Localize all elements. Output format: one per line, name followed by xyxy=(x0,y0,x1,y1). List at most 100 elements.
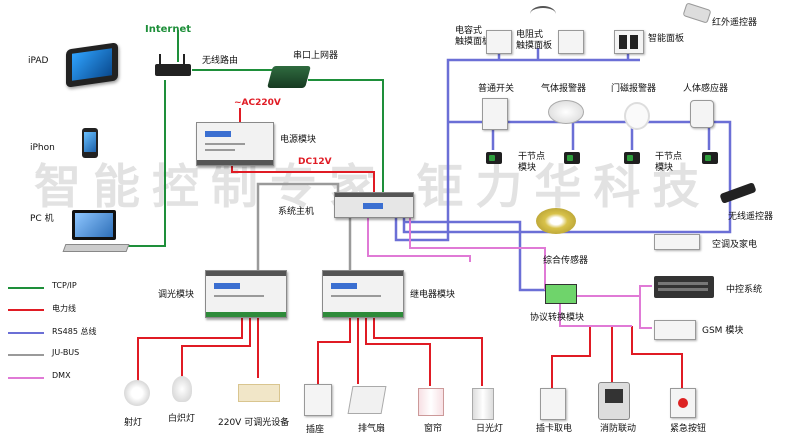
serial-gateway-icon xyxy=(267,66,311,88)
exhaust-fan-icon xyxy=(347,386,387,414)
wire-relay-curtain xyxy=(365,318,431,386)
wire-emergency xyxy=(631,326,683,388)
relay-module-label: 继电器模块 xyxy=(410,290,456,300)
legend-line-rs485 xyxy=(8,332,44,334)
wire-dmx-down xyxy=(559,302,632,327)
capacitive-touch-panel xyxy=(486,30,512,54)
dimmable-device-icon xyxy=(238,384,280,402)
incandescent-label: 白炽灯 xyxy=(168,414,196,424)
protocol-module-icon xyxy=(545,284,577,304)
fluorescent-label: 日光灯 xyxy=(476,424,504,434)
wire-jubus-dimmer xyxy=(256,182,340,270)
router-icon xyxy=(155,54,191,76)
body-sensor-icon xyxy=(690,100,714,128)
dry-contact-module-3 xyxy=(624,152,640,164)
card-power-switch-icon xyxy=(540,388,566,420)
dimmable-220-label: 220V 可调光设备 xyxy=(218,418,290,428)
wire-gateway-host xyxy=(308,79,384,196)
fluorescent-light-icon xyxy=(472,388,494,420)
system-host xyxy=(334,192,414,218)
ac-appliance-icon xyxy=(654,234,700,250)
serial-gateway-label: 串口上网器 xyxy=(293,51,339,61)
wire-relay-socket xyxy=(317,318,351,384)
combo-sensor-icon xyxy=(536,208,576,234)
curtain-icon xyxy=(418,388,444,416)
smart-panel-label: 智能面板 xyxy=(648,34,685,44)
normal-switch-label: 普通开关 xyxy=(478,84,515,94)
fire-link-icon xyxy=(598,382,630,420)
central-control-icon xyxy=(654,276,714,298)
system-host-label: 系统主机 xyxy=(278,207,315,217)
wire-dimmer-spot xyxy=(137,318,243,382)
gas-alarm-label: 气体报警器 xyxy=(541,84,587,94)
protocol-module-label: 协议转换模块 xyxy=(530,313,585,323)
wire-rs485-sensor xyxy=(404,220,545,292)
gsm-module-label: GSM 模块 xyxy=(702,326,744,336)
dc12-label: DC12V xyxy=(298,157,332,167)
dry-contact-module-1 xyxy=(486,152,502,164)
wire-router-pc xyxy=(122,80,166,247)
spotlight-icon xyxy=(124,380,150,406)
spotlight-label: 射灯 xyxy=(124,418,143,428)
gas-alarm-icon xyxy=(548,100,584,124)
ac220-label: ~AC220V xyxy=(234,98,281,108)
wire-dmx-gsm xyxy=(639,296,652,329)
socket-label: 插座 xyxy=(306,425,325,435)
pc-label: PC 机 xyxy=(30,214,54,224)
res-panel-label: 电阻式 触摸面板 xyxy=(516,30,553,51)
wire-dc12 xyxy=(231,166,375,196)
wireless-remote-label: 无线遥控器 xyxy=(728,212,774,222)
body-sensor-label: 人体感应器 xyxy=(683,84,729,94)
wire-dmx-main xyxy=(367,214,471,262)
ir-remote-label: 红外遥控器 xyxy=(712,18,758,28)
wire-relay-fluor xyxy=(373,318,483,386)
legend-label-jubus: JU-BUS xyxy=(52,348,80,357)
wire-card xyxy=(551,326,591,388)
relay-module xyxy=(322,270,404,318)
smart-panel xyxy=(614,30,644,54)
door-alarm-label: 门磁报警器 xyxy=(611,84,657,94)
wire-dimmer-incand xyxy=(181,318,251,378)
dry-contact-module-2 xyxy=(564,152,580,164)
fire-link-label: 消防联动 xyxy=(600,424,637,434)
wire-dmx-proto xyxy=(409,214,546,290)
ipad-icon xyxy=(66,42,118,88)
ipad-label: iPAD xyxy=(28,56,49,66)
power-module-label: 电源模块 xyxy=(280,135,317,145)
iphone-icon xyxy=(82,128,98,158)
power-module xyxy=(196,122,274,166)
central-control-label: 中控系统 xyxy=(726,285,763,295)
legend-line-tcpip xyxy=(8,287,44,289)
legend-line-dmx xyxy=(8,377,44,379)
legend-label-tcpip: TCP/IP xyxy=(52,281,77,290)
normal-switch-icon xyxy=(482,98,508,130)
legend-label-power: 电力线 xyxy=(52,304,76,313)
iphone-label: iPhon xyxy=(30,143,55,153)
router-label: 无线路由 xyxy=(202,56,239,66)
card-power-label: 插卡取电 xyxy=(536,424,573,434)
signal-arcs-icon xyxy=(530,6,556,22)
emergency-button-label: 紧急按钮 xyxy=(670,424,707,434)
legend-line-power xyxy=(8,309,44,311)
dimmer-module-label: 调光模块 xyxy=(158,290,195,300)
legend-label-dmx: DMX xyxy=(52,371,71,380)
dry-contact-module-4 xyxy=(702,152,718,164)
legend-line-jubus xyxy=(8,354,44,356)
dry-contact-label-2: 干节点 模块 xyxy=(655,152,683,173)
incandescent-bulb-icon xyxy=(172,376,192,402)
wire-rs485-trunk xyxy=(394,58,640,242)
exhaust-fan-label: 排气扇 xyxy=(358,424,386,434)
wire-rs485-drops xyxy=(491,122,711,150)
pc-icon xyxy=(62,210,130,252)
ac-appliance-label: 空调及家电 xyxy=(712,240,758,250)
emergency-button-icon xyxy=(670,388,696,418)
legend-label-rs485: RS485 总线 xyxy=(52,327,97,336)
dimmer-module xyxy=(205,270,287,318)
door-alarm-icon xyxy=(624,102,650,130)
gsm-module-icon xyxy=(654,320,696,340)
wire-rs485-dry xyxy=(448,120,732,210)
curtain-label: 窗帘 xyxy=(424,424,443,434)
dry-contact-label-1: 干节点 模块 xyxy=(518,152,546,173)
